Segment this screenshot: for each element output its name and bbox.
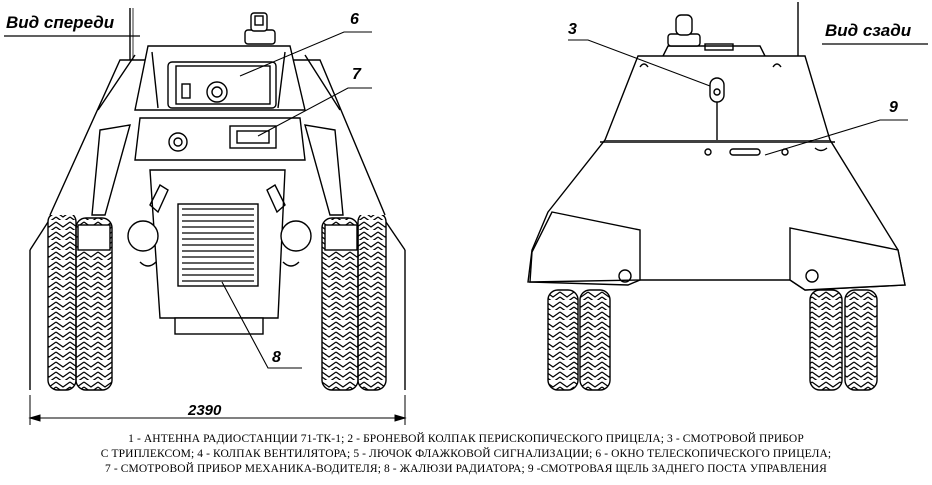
- rear-view: [527, 2, 928, 391]
- front-left-headlight: [127, 220, 159, 252]
- caption-line-1: 1 - АНТЕННА РАДИОСТАНЦИИ 71-ТК-1; 2 - БР…: [128, 433, 804, 445]
- front-left-track: [29, 211, 113, 391]
- rear-leaders: [568, 39, 908, 156]
- rear-view-title: Вид сзади: [825, 21, 912, 40]
- callout-6: 6: [350, 11, 359, 28]
- rear-right-track: [809, 289, 843, 391]
- callout-7: 7: [352, 66, 361, 83]
- overall-width-label: 2390: [188, 402, 222, 419]
- front-right-headlight: [280, 220, 312, 252]
- front-radiator-louvers: [182, 208, 254, 282]
- front-leaders: [221, 31, 372, 369]
- rear-left-track: [547, 289, 579, 391]
- caption-line-3: 7 - СМОТРОВОЙ ПРИБОР МЕХАНИКА-ВОДИТЕЛЯ; …: [105, 463, 827, 475]
- front-view-title: Вид спереди: [6, 13, 115, 32]
- callout-3: 3: [568, 21, 577, 38]
- legend-caption: 1 - АНТЕННА РАДИОСТАНЦИИ 71-ТК-1; 2 - БР…: [60, 432, 872, 477]
- callout-8: 8: [272, 349, 281, 366]
- front-view: [4, 8, 406, 391]
- caption-line-2: С ТРИПЛЕКСОМ; 4 - КОЛПАК ВЕНТИЛЯТОРА; 5 …: [100, 448, 832, 460]
- front-right-track: [321, 211, 406, 391]
- callout-9: 9: [889, 99, 898, 116]
- width-dimension: [28, 395, 407, 425]
